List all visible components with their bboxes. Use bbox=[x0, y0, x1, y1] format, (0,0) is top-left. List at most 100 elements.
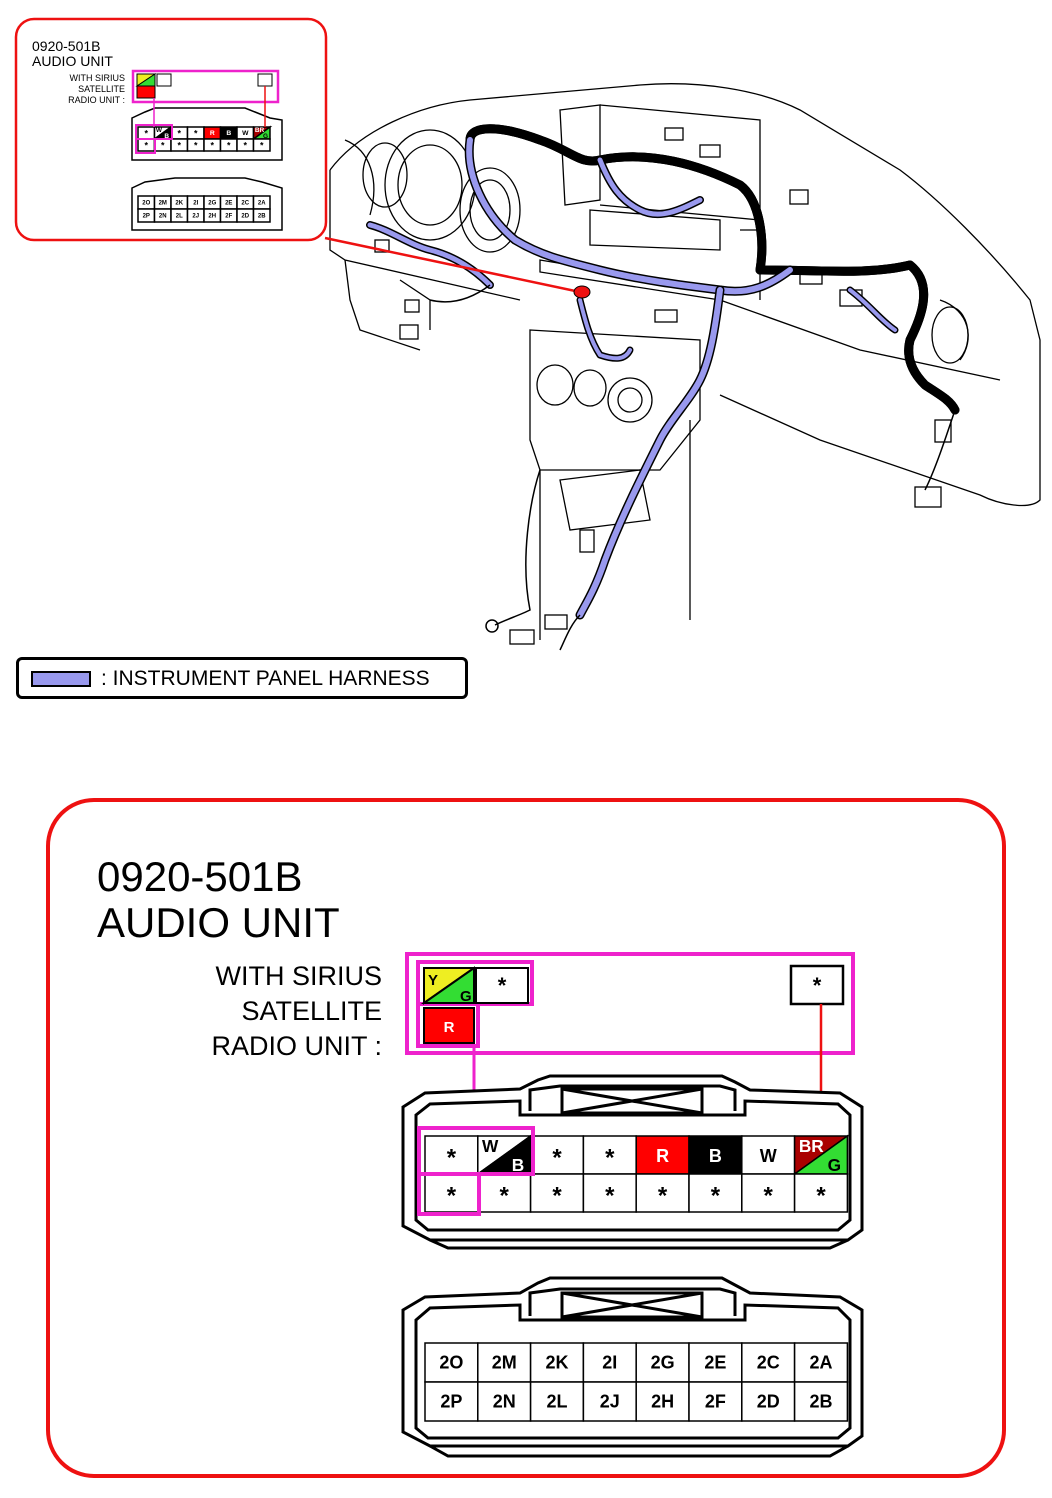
row1-pin-8-top-label: BR bbox=[799, 1136, 824, 1156]
row2-pin-3-label: * bbox=[552, 1183, 562, 1210]
legend-text: : INSTRUMENT PANEL HARNESS bbox=[101, 667, 430, 690]
legend: : INSTRUMENT PANEL HARNESS bbox=[16, 657, 468, 699]
row2-pin-3 bbox=[529, 1173, 585, 1213]
inset-row2-pin-4-label: * bbox=[194, 140, 198, 150]
terminal-2K-label: 2K bbox=[545, 1353, 568, 1373]
sirius-pin-2 bbox=[475, 967, 529, 1004]
inset-terminal-2F-label: 2F bbox=[225, 214, 232, 220]
row1-pin-6-label: B bbox=[709, 1146, 722, 1166]
inset-terminal-2D-label: 2D bbox=[241, 214, 249, 220]
row1-pin-4 bbox=[582, 1135, 637, 1175]
inset-variant-line-3: RADIO UNIT : bbox=[68, 95, 125, 105]
inset-terminal-2H-label: 2H bbox=[208, 214, 216, 220]
terminal-2G-label: 2G bbox=[651, 1353, 675, 1373]
sirius-pin-1-bottom-label: G bbox=[460, 988, 472, 1005]
inset-row1-pin-1-label: * bbox=[144, 128, 148, 138]
inset-row1-pin-8-bottom-label: G bbox=[263, 133, 268, 140]
row2-pin-6-label: * bbox=[711, 1183, 721, 1210]
inset-row2-pin-8-label: * bbox=[260, 140, 264, 150]
inset-row1-pin-5-label: R bbox=[210, 130, 215, 137]
inset-terminal-2K-label: 2K bbox=[175, 201, 183, 207]
row1-pin-8-bottom-label: G bbox=[828, 1155, 841, 1175]
inset-terminal-2N-label: 2N bbox=[159, 214, 167, 220]
row2-pin-6 bbox=[688, 1173, 743, 1213]
terminal-2D-label: 2D bbox=[757, 1392, 780, 1412]
inset-terminal-2B-label: 2B bbox=[258, 214, 266, 220]
legend-swatch bbox=[31, 671, 91, 687]
terminal-2I-label: 2I bbox=[602, 1353, 617, 1373]
inset-row2-pin-7-label: * bbox=[243, 140, 247, 150]
inset-connector-code: 0920-501B bbox=[32, 38, 101, 54]
inset-row2-pin-5-label: * bbox=[210, 140, 214, 150]
inset-row2-pin-1-label: * bbox=[144, 140, 148, 150]
terminal-2P-label: 2P bbox=[440, 1392, 462, 1412]
terminal-2C-label: 2C bbox=[757, 1353, 780, 1373]
instrument-panel-harness bbox=[366, 129, 960, 620]
row2-pin-7-label: * bbox=[764, 1183, 774, 1210]
inset-row1-pin-8-top-label: BR bbox=[255, 127, 265, 134]
sirius-pin-1-top-label: Y bbox=[428, 972, 438, 989]
terminal-2B-label: 2B bbox=[809, 1392, 832, 1412]
terminal-2M bbox=[477, 1342, 532, 1383]
row2-pin-8 bbox=[793, 1173, 849, 1213]
inset-terminal-2I-label: 2I bbox=[193, 201, 198, 207]
row1-pin-3-label: * bbox=[552, 1145, 562, 1172]
inset-row2-pin-2-label: * bbox=[161, 140, 165, 150]
row1-pin-3 bbox=[529, 1135, 585, 1175]
terminal-2J-label: 2J bbox=[600, 1392, 620, 1412]
inset-row1-pin-7-label: W bbox=[242, 130, 249, 137]
sirius-highlight-frame bbox=[405, 952, 855, 1055]
row1-pin-5 bbox=[635, 1135, 690, 1175]
inset-row2-pin-6-label: * bbox=[227, 140, 231, 150]
terminal-2G bbox=[635, 1342, 690, 1383]
terminal-2H-label: 2H bbox=[651, 1392, 674, 1412]
row2-pin-8-label: * bbox=[816, 1183, 826, 1210]
sirius-pin-2-label: * bbox=[498, 973, 507, 998]
row1-pin-7-label: W bbox=[760, 1146, 777, 1166]
row1-pin-4-label: * bbox=[605, 1145, 615, 1172]
terminal-2H bbox=[635, 1381, 690, 1422]
sirius-pin-3 bbox=[423, 1007, 475, 1044]
terminal-2N bbox=[477, 1381, 532, 1422]
connector-detail: 0920-501B AUDIO UNIT WITH SIRIUS SATELLI… bbox=[46, 798, 1006, 1478]
row2-pin-4-label: * bbox=[605, 1183, 615, 1210]
row2-pin-5-label: * bbox=[658, 1183, 668, 1210]
inset-terminal-2J-label: 2J bbox=[192, 214, 199, 220]
connector-code: 0920-501B bbox=[97, 853, 303, 900]
inset-row1-pin-2-bottom-label: B bbox=[164, 133, 169, 140]
inset-row1-pin-6-label: B bbox=[226, 130, 231, 137]
inset-variant-line-1: WITH SIRIUS bbox=[70, 73, 126, 83]
inset-row2-pin-8 bbox=[252, 138, 271, 152]
terminal-2B bbox=[793, 1381, 849, 1422]
inset-terminal-2P-label: 2P bbox=[143, 214, 150, 220]
row1-pin-1-label: * bbox=[447, 1145, 457, 1172]
sirius-pins: Y G * R * bbox=[405, 952, 855, 1055]
inset-connector-name: AUDIO UNIT bbox=[32, 53, 113, 69]
sirius-pin-1-bottom bbox=[420, 966, 475, 1004]
terminal-2O-label: 2O bbox=[439, 1353, 463, 1373]
terminal-2J bbox=[582, 1381, 637, 1422]
inset-variant-line-2: SATELLITE bbox=[78, 84, 125, 94]
row2-pin-1-label: * bbox=[447, 1183, 457, 1210]
thin-wires bbox=[429, 284, 956, 651]
inset-terminal-2G-label: 2G bbox=[208, 201, 216, 207]
terminal-2L-label: 2L bbox=[546, 1392, 567, 1412]
inset-row2-pin-3-label: * bbox=[177, 140, 181, 150]
terminal-2C bbox=[741, 1342, 796, 1383]
sirius-pin-right-label: * bbox=[813, 973, 822, 998]
variant-line-1: WITH SIRIUS bbox=[216, 961, 383, 991]
inset-terminal-2B bbox=[252, 208, 271, 223]
row1-pin-5-label: R bbox=[656, 1146, 669, 1166]
row2-pin-4 bbox=[582, 1173, 637, 1213]
terminal-2E bbox=[688, 1342, 743, 1383]
connector-name: AUDIO UNIT bbox=[97, 899, 340, 946]
row1-pin-2-bottom-label: B bbox=[512, 1155, 524, 1175]
inset-terminal-2O-label: 2O bbox=[142, 201, 150, 207]
terminal-2F-label: 2F bbox=[705, 1392, 726, 1412]
terminal-2M-label: 2M bbox=[492, 1353, 517, 1373]
row2-pin-2-label: * bbox=[500, 1183, 510, 1210]
